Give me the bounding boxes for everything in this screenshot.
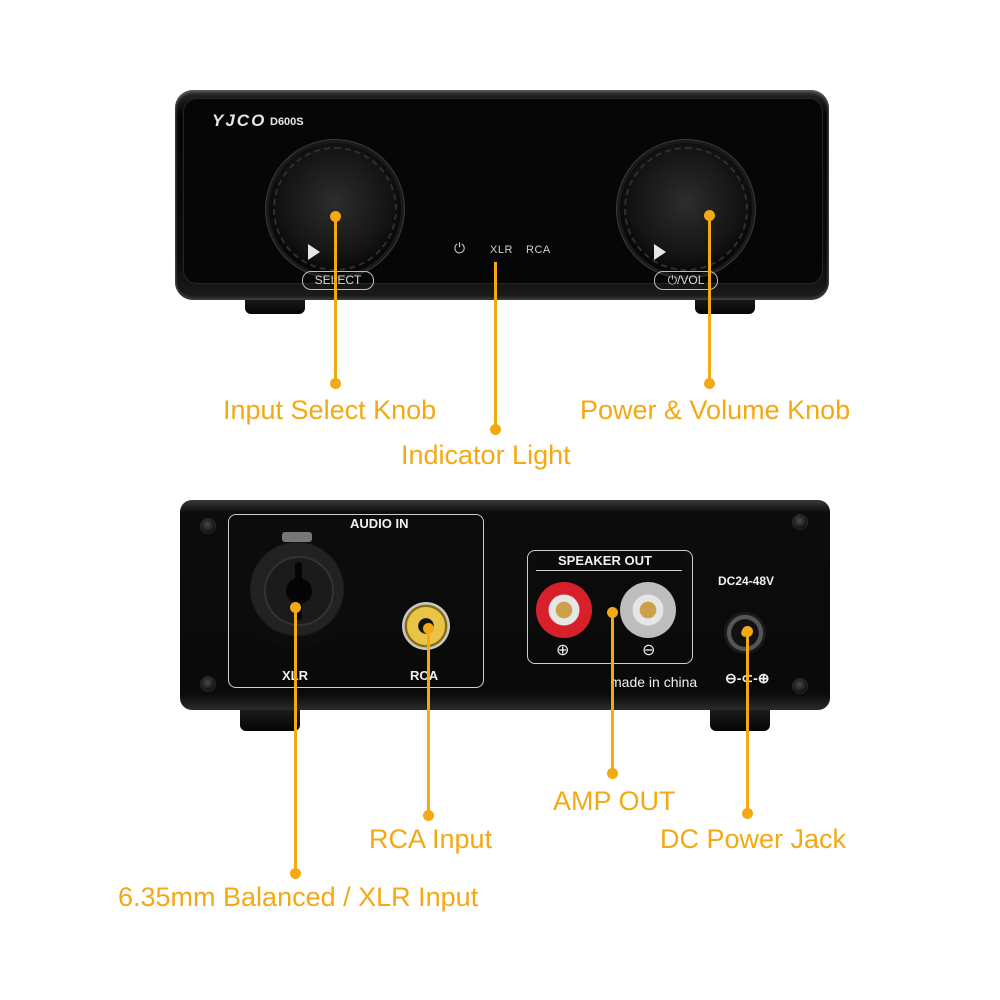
indicator-xlr-label: XLR — [490, 244, 513, 256]
indicator-rca-label: RCA — [526, 244, 551, 256]
callout-amp-out: AMP OUT — [553, 786, 676, 816]
audio-in-frame — [228, 514, 484, 688]
speaker-positive-post[interactable] — [536, 582, 592, 638]
power-indicator-icon: ⏻ — [454, 240, 466, 256]
callout-dot — [704, 378, 715, 389]
front-face: YJCO D600S SELECT ⏻ XLR RCA ⏻/VOL — [183, 98, 823, 290]
callout-power-volume: Power & Volume Knob — [580, 395, 851, 425]
rear-panel: AUDIO IN XLR RCA SPEAKER OUT ⊕ ⊖ DC24-48… — [180, 500, 830, 710]
xlr-center-hole — [286, 578, 312, 604]
callout-line — [746, 631, 749, 815]
speaker-out-label: SPEAKER OUT — [558, 553, 652, 568]
knob-ridge — [624, 147, 748, 271]
callout-dot — [607, 768, 618, 779]
xlr-combo-jack[interactable] — [238, 530, 356, 648]
minus-symbol: ⊖ — [642, 642, 656, 659]
xlr-latch — [282, 532, 312, 542]
brand-logo: YJCO — [212, 111, 267, 130]
power-volume-knob[interactable] — [620, 143, 752, 275]
rca-label: RCA — [410, 668, 439, 683]
plus-symbol: ⊕ — [556, 642, 570, 659]
callout-dot — [490, 424, 501, 435]
volume-arrow-icon — [654, 244, 666, 260]
callout-dot — [423, 810, 434, 821]
made-in-label: made in china — [610, 674, 698, 690]
callout-line — [427, 628, 430, 818]
callout-dc-jack: DC Power Jack — [660, 824, 847, 854]
select-label: SELECT — [302, 271, 374, 290]
screw — [200, 518, 216, 534]
dc-rating-label: DC24-48V — [718, 574, 775, 588]
speaker-negative-post[interactable] — [620, 582, 676, 638]
screw — [792, 678, 808, 694]
select-arrow-icon — [308, 244, 320, 260]
callout-rca-input: RCA Input — [369, 824, 493, 854]
callout-dot — [742, 808, 753, 819]
callout-indicator: Indicator Light — [401, 440, 571, 470]
callout-xlr-input: 6.35mm Balanced / XLR Input — [118, 882, 479, 912]
callout-line — [334, 216, 337, 384]
speaker-out-frame — [527, 550, 693, 664]
callout-dot — [290, 868, 301, 879]
audio-in-label: AUDIO IN — [350, 516, 409, 531]
vol-label: ⏻/VOL — [654, 271, 718, 290]
speaker-out-header — [536, 552, 682, 571]
callout-dot — [330, 378, 341, 389]
callout-input-select: Input Select Knob — [223, 395, 437, 425]
screw — [792, 514, 808, 530]
screw — [200, 676, 216, 692]
callout-line — [294, 607, 297, 875]
front-panel: YJCO D600S SELECT ⏻ XLR RCA ⏻/VOL — [175, 90, 829, 300]
model-label: D600S — [270, 116, 304, 128]
xlr-socket-face — [264, 556, 334, 626]
callout-line — [611, 612, 614, 774]
callout-line — [494, 262, 497, 430]
callout-line — [708, 215, 711, 383]
